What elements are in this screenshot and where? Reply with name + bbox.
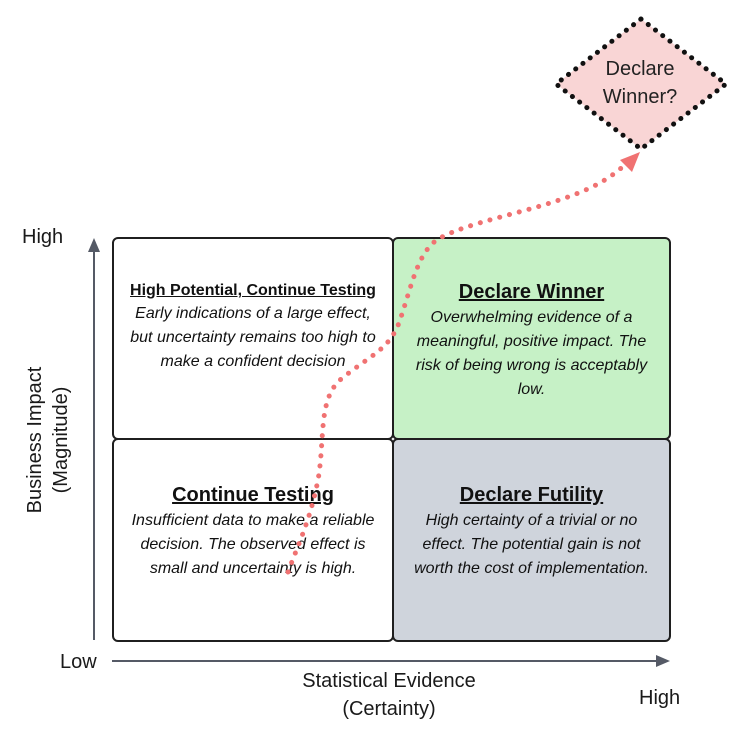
y-axis-low-label: Low bbox=[60, 651, 97, 673]
x-axis-arrowhead bbox=[656, 655, 670, 667]
x-axis-title: Statistical Evidence (Certainty) bbox=[239, 667, 539, 723]
decision-diamond bbox=[551, 15, 731, 153]
x-axis-title-line1: Statistical Evidence bbox=[302, 670, 476, 692]
y-axis-title-line1: Business Impact bbox=[24, 366, 46, 514]
x-axis-title-line2: (Certainty) bbox=[342, 698, 436, 720]
y-axis-arrowhead bbox=[88, 238, 100, 252]
quadrant-high-potential: High Potential, Continue Testing Early i… bbox=[112, 237, 394, 440]
quadrant-declare-futility: Declare Futility High certainty of a tri… bbox=[392, 438, 671, 642]
y-axis-high-label: High bbox=[22, 226, 64, 248]
progress-path bbox=[285, 159, 631, 575]
x-axis-high-label: High bbox=[639, 687, 681, 709]
quadrant-title: Continue Testing bbox=[172, 484, 334, 506]
quadrant-title: High Potential, Continue Testing bbox=[130, 282, 376, 299]
quadrant-description: Early indications of a large effect, but… bbox=[130, 305, 376, 371]
decision-label-line1: Declare bbox=[605, 58, 675, 80]
quadrant-title: Declare Winner bbox=[458, 281, 605, 303]
decision-label: Declare Winner? bbox=[575, 55, 705, 111]
quadrant-description: Insufficient data to make a reliable dec… bbox=[131, 512, 375, 577]
y-axis-title-line2: (Magnitude) bbox=[50, 386, 72, 494]
quadrant-description: High certainty of a trivial or no effect… bbox=[414, 512, 649, 577]
quadrant-continue-testing: Continue Testing Insufficient data to ma… bbox=[112, 438, 394, 642]
quadrant-declare-winner: Declare Winner Overwhelming evidence of … bbox=[392, 237, 671, 440]
quadrant-description: Overwhelming evidence of a meaningful, p… bbox=[415, 309, 648, 398]
y-axis-title: Business Impact (Magnitude) bbox=[22, 290, 74, 590]
decision-label-line2: Winner? bbox=[602, 86, 678, 108]
path-arrowhead bbox=[620, 152, 640, 172]
quadrant-title: Declare Futility bbox=[459, 484, 604, 506]
